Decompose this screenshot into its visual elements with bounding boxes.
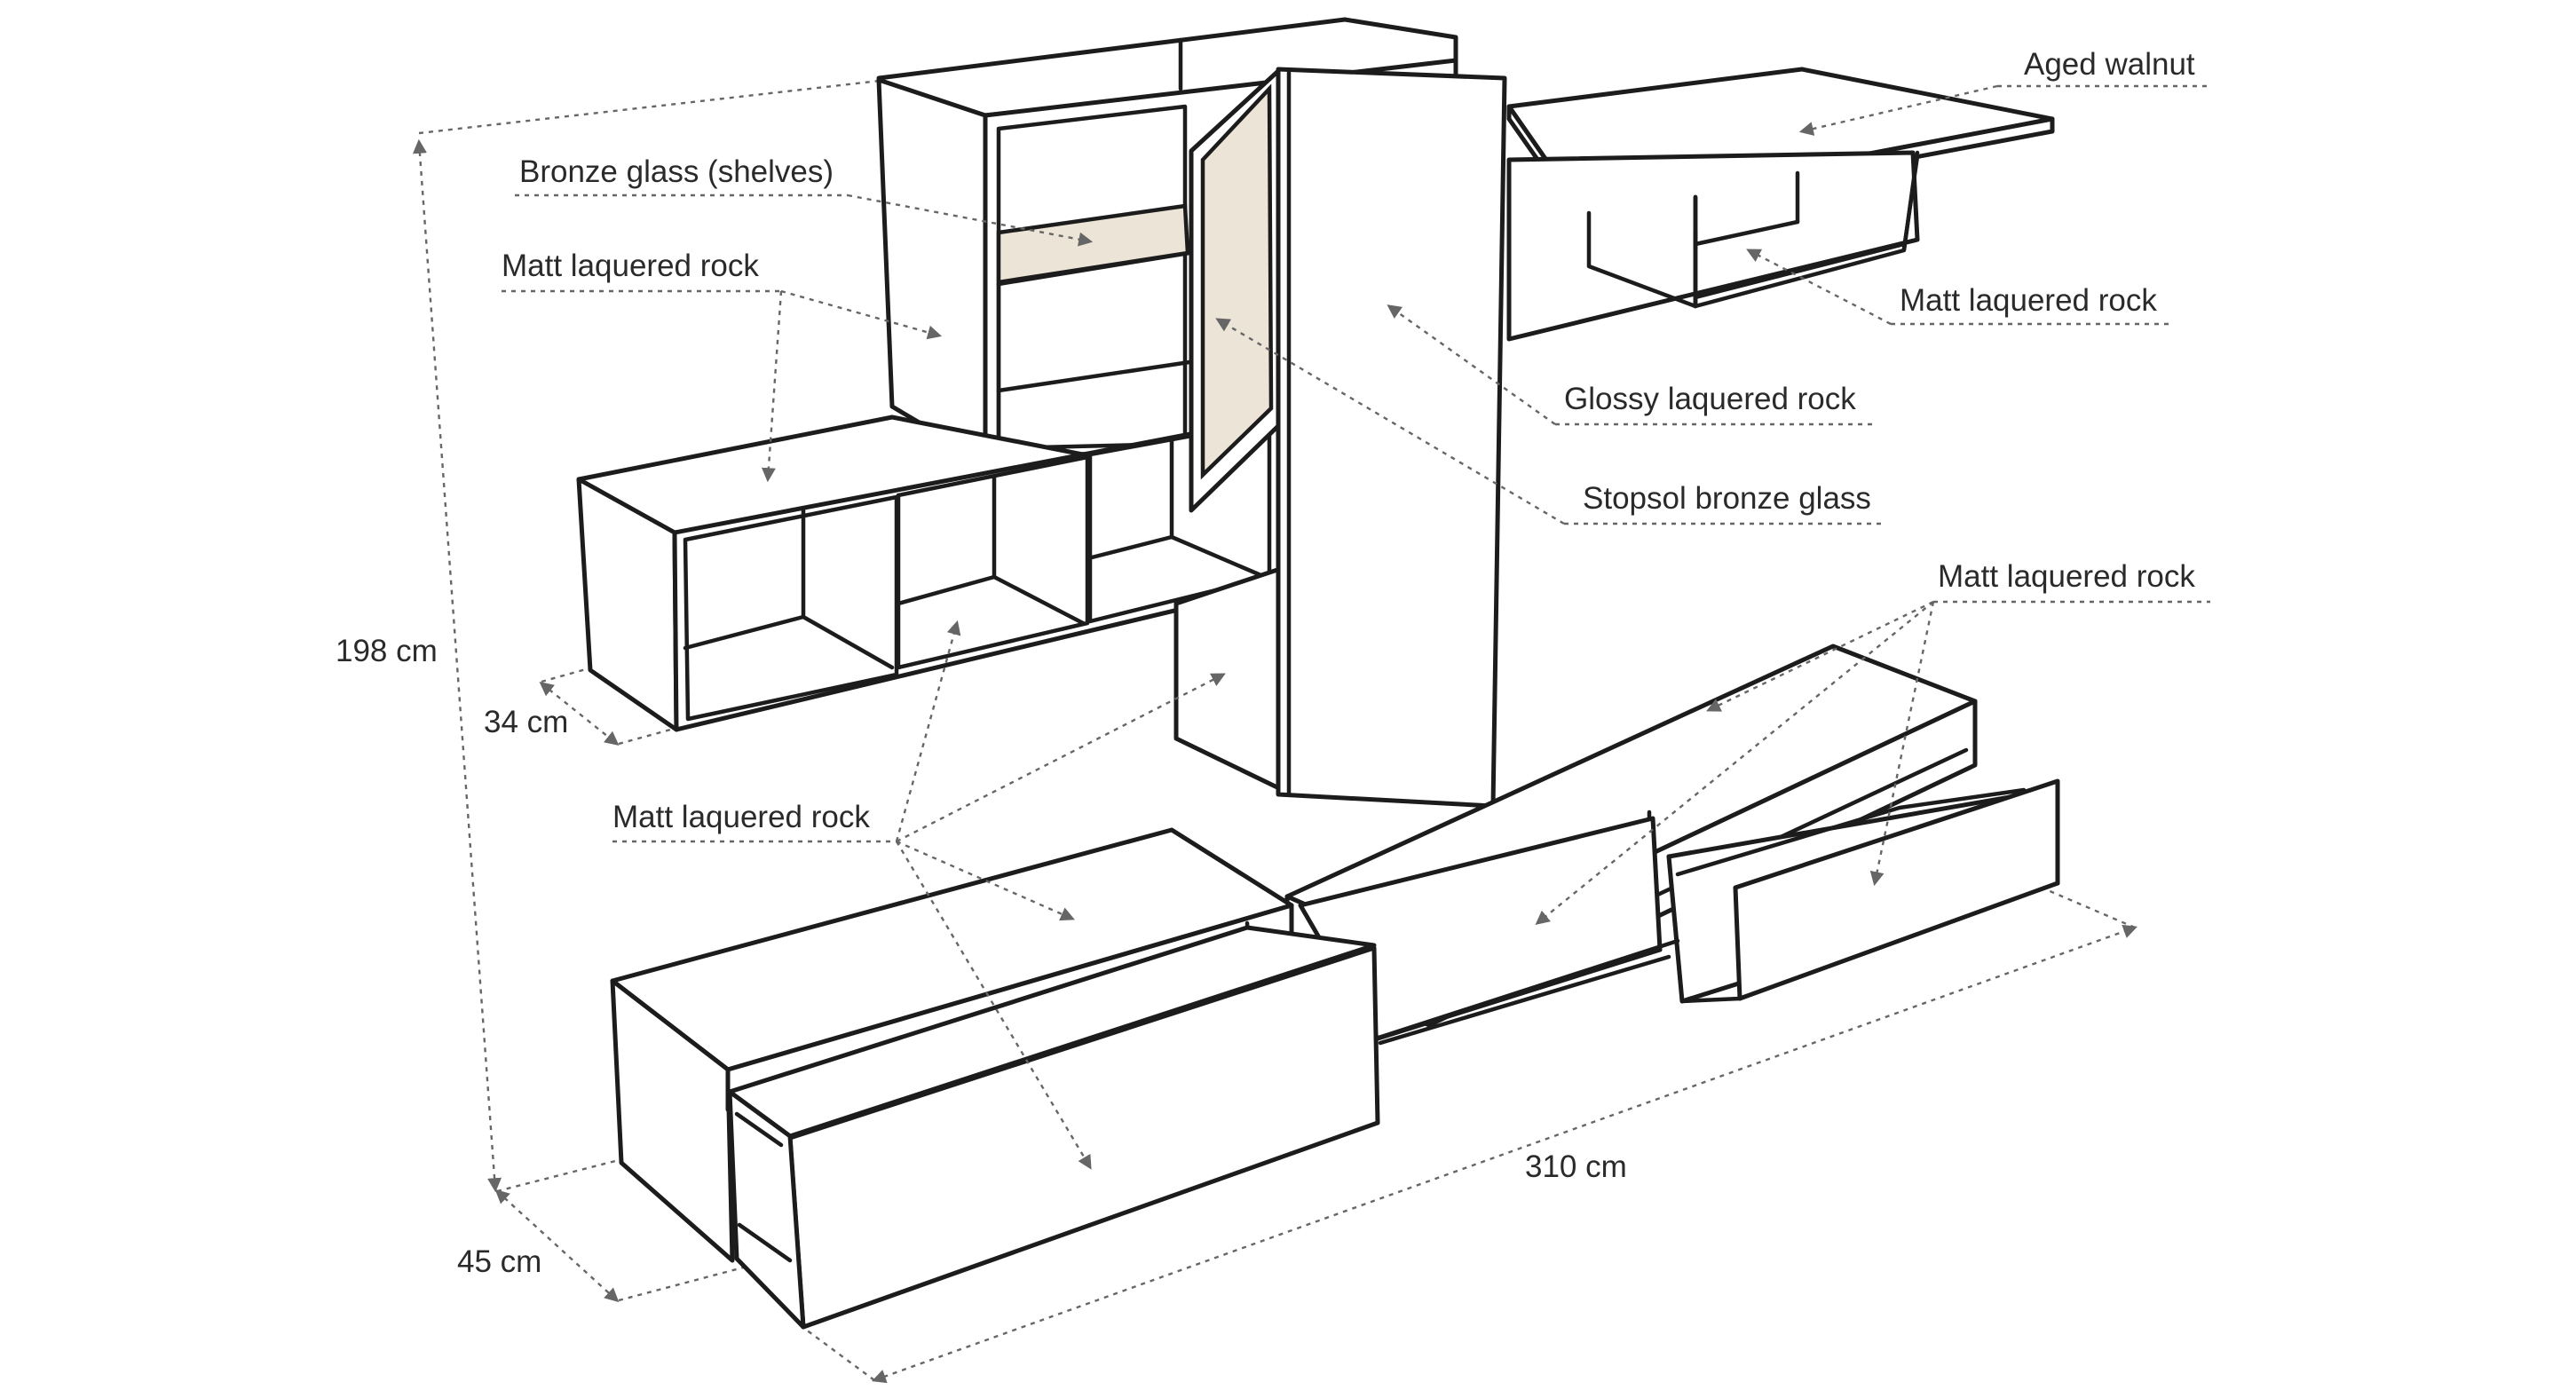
right-hanging-shelf xyxy=(1506,67,2055,342)
leader-lines xyxy=(502,84,2210,1170)
furniture-drawing xyxy=(576,17,2060,1330)
dimension-width: 310 cm xyxy=(1525,1149,1627,1184)
label-matt-rock-upper-left: Matt laquered rock xyxy=(502,249,759,283)
labels: Aged walnut Bronze glass (shelves) Matt … xyxy=(502,47,2195,834)
right-base-unit xyxy=(1284,644,2060,1046)
left-base-unit xyxy=(610,827,1380,1330)
middle-wall-box xyxy=(576,415,1281,732)
dimension-shelf-depth: 34 cm xyxy=(484,705,568,739)
label-stopsol-bronze-glass: Stopsol bronze glass xyxy=(1583,481,1871,516)
label-matt-rock-upper-right: Matt laquered rock xyxy=(1900,283,2157,318)
label-glossy-rock: Glossy laquered rock xyxy=(1564,382,1856,416)
dimension-height: 198 cm xyxy=(336,634,438,668)
dimension-base-depth: 45 cm xyxy=(457,1244,541,1279)
label-bronze-glass-shelves: Bronze glass (shelves) xyxy=(519,154,834,189)
label-aged-walnut: Aged walnut xyxy=(2024,47,2195,82)
dimension-labels: 198 cm 34 cm 45 cm 310 cm xyxy=(336,634,1627,1279)
tall-glossy-door xyxy=(1276,67,1507,809)
center-column xyxy=(1173,565,1285,793)
label-matt-rock-lower-right: Matt laquered rock xyxy=(1938,559,2195,594)
dimension-lines xyxy=(412,78,2138,1384)
label-matt-rock-lower-left: Matt laquered rock xyxy=(612,800,870,834)
